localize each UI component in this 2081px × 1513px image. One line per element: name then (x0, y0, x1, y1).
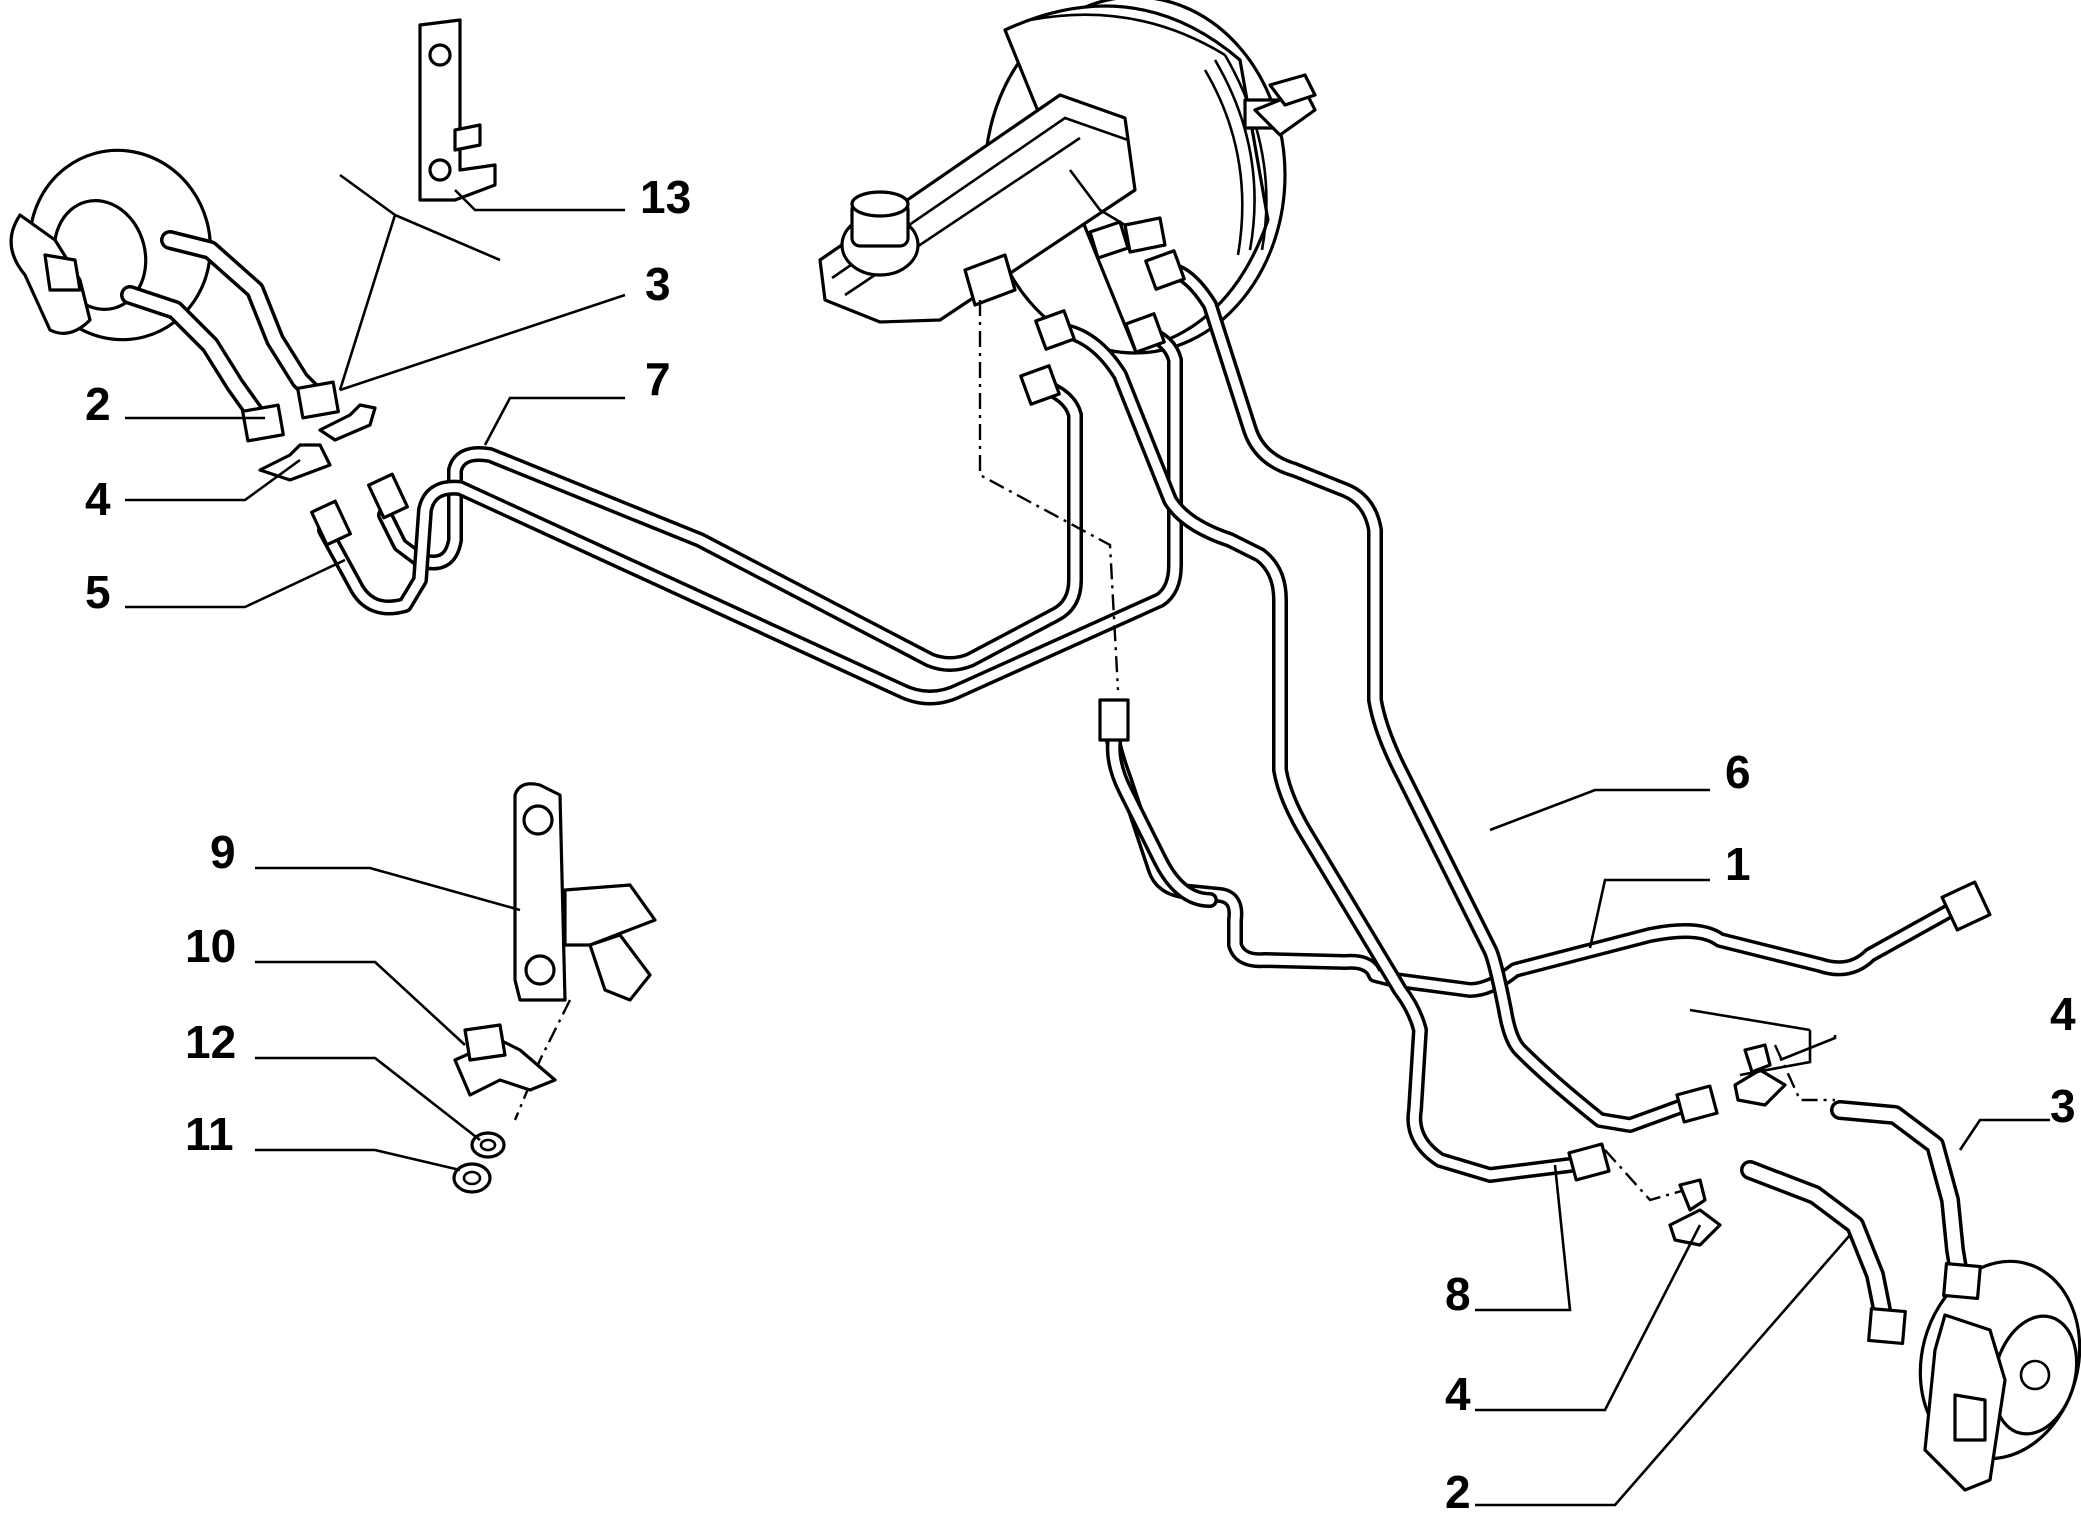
bracket-9 (513, 782, 657, 1002)
nut-11 (452, 1162, 492, 1194)
assembly-guide-line (513, 999, 572, 1121)
pipe-inner (1155, 264, 1690, 1130)
pipe-inner (1105, 710, 1965, 995)
callout-8: 8 (1445, 1268, 1471, 1320)
leader-lines (125, 173, 2050, 1507)
callout-12: 12 (185, 1016, 236, 1068)
callout-11: 11 (185, 1108, 234, 1160)
assembly-guide-line (978, 300, 1120, 691)
pipe-inner (1109, 730, 1215, 905)
pipe-inner (380, 380, 1080, 669)
callout-3-left: 3 (645, 258, 671, 310)
pipe-inner (320, 327, 1180, 702)
pipe-fittings (310, 249, 1992, 1182)
brake-pipes (317, 261, 1968, 1183)
front-right-brake-hoses (1740, 1100, 1982, 1346)
clips-right (1668, 1043, 1787, 1247)
callout-3-right: 3 (2050, 1080, 2076, 1132)
master-cylinder-reservoir (818, 93, 1167, 324)
bracket-13 (418, 18, 497, 202)
callout-10: 10 (185, 920, 236, 972)
front-right-brake-disc (1918, 1259, 2081, 1492)
callout-2-right: 2 (1445, 1466, 1471, 1513)
front-left-brake-hoses (120, 230, 340, 443)
callout-1: 1 (1725, 838, 1751, 890)
callout-9: 9 (210, 826, 236, 878)
pipe-inner (1055, 325, 1575, 1180)
callout-6: 6 (1725, 746, 1751, 798)
callout-labels: 13 3 7 2 4 5 6 1 9 10 12 11 4 3 8 4 2 (85, 171, 2076, 1513)
brake-booster (983, 0, 1317, 355)
callout-4-right-top: 4 (2050, 988, 2076, 1040)
callout-5: 5 (85, 566, 111, 618)
front-left-brake-disc (9, 148, 212, 342)
assembly-guide-line (1604, 1149, 1686, 1202)
pipe-clip-10 (453, 1023, 557, 1097)
callout-13: 13 (640, 171, 691, 223)
callout-2-left: 2 (85, 378, 111, 430)
assembly-guide-line (1773, 1044, 1835, 1102)
callout-7: 7 (645, 353, 671, 405)
callout-4-right-bottom: 4 (1445, 1368, 1471, 1420)
callout-4-left: 4 (85, 473, 111, 525)
